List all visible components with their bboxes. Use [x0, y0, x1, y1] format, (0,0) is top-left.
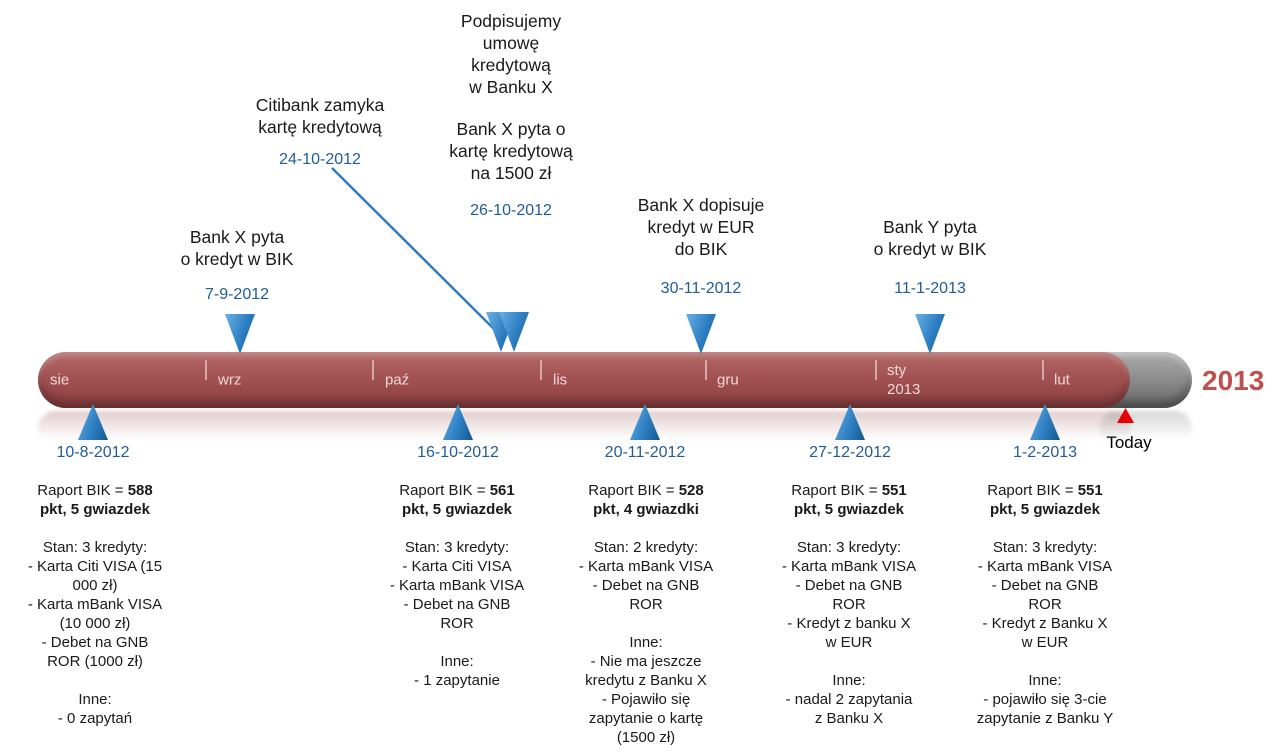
timeline-reflection-gray	[1100, 411, 1192, 445]
event-date: 11-1-2013	[894, 280, 966, 297]
report-details: Stan: 3 kredyty: - Karta mBank VISA - De…	[976, 539, 1114, 727]
year-label: 2013	[1202, 365, 1265, 396]
report-date: 1-2-2013	[1012, 444, 1078, 461]
report-column-27-12-2012: Raport BIK = 551 pkt, 5 gwiazdek Stan: 3…	[754, 481, 944, 728]
report-score-line: Raport BIK = 551	[987, 482, 1103, 499]
report-column-16-10-2012: Raport BIK = 561 pkt, 5 gwiazdek Stan: 3…	[367, 481, 547, 690]
event-date: 24-10-2012	[279, 151, 361, 168]
month-tick	[372, 360, 374, 380]
report-score-line: Raport BIK = 528	[588, 482, 704, 499]
month-tick	[705, 360, 707, 380]
event-bank-x-adds-eur-credit: Bank X dopisuje kredyt w EUR do BIK 30-1…	[613, 194, 789, 300]
event-date: 26-10-2012	[470, 202, 552, 219]
report-score-line: Raport BIK = 561	[399, 482, 515, 499]
month-label-lis: lis	[553, 371, 568, 389]
report-date: 20-11-2012	[604, 444, 686, 461]
event-citibank-close-card: Citibank zamyka kartę kredytową 24-10-20…	[235, 94, 405, 171]
report-stars-line: pkt, 4 gwiazdki	[593, 501, 699, 518]
month-tick	[205, 360, 207, 380]
report-column-20-11-2012: Raport BIK = 528 pkt, 4 gwiazdki Stan: 2…	[551, 481, 741, 747]
event-date: 7-9-2012	[204, 286, 270, 303]
report-date: 27-12-2012	[809, 444, 891, 461]
report-details: Stan: 3 kredyty: - Karta Citi VISA (15 0…	[27, 539, 163, 727]
month-tick	[540, 360, 542, 380]
month-label-lut: lut	[1054, 371, 1070, 389]
event-sign-credit-agreement: Podpisujemy umowę kredytową w Banku X Ba…	[428, 10, 594, 222]
month-tick	[1042, 360, 1044, 380]
month-label-paz: paź	[385, 371, 410, 389]
arrow-down-11-1-2013	[915, 314, 945, 354]
month-tick	[875, 360, 877, 380]
event-text: Citibank zamyka kartę kredytową	[255, 95, 385, 137]
report-stars-line: pkt, 5 gwiazdek	[39, 501, 151, 518]
event-date: 30-11-2012	[660, 280, 742, 297]
timeline-reflection-red	[38, 411, 1130, 445]
report-date: 10-8-2012	[56, 444, 130, 461]
report-score-line: Raport BIK = 551	[791, 482, 907, 499]
report-date: 16-10-2012	[417, 444, 499, 461]
event-bank-x-query-bik: Bank X pyta o kredyt w BIK 7-9-2012	[152, 226, 322, 306]
event-text: Bank X dopisuje kredyt w EUR do BIK	[637, 195, 765, 259]
report-column-1-2-2013: Raport BIK = 551 pkt, 5 gwiazdek Stan: 3…	[950, 481, 1140, 728]
report-details: Stan: 2 kredyty: - Karta mBank VISA - De…	[578, 539, 714, 746]
month-label-gru: gru	[717, 371, 739, 389]
event-text: Bank X pyta o kredyt w BIK	[180, 227, 294, 269]
arrow-down-7-9-2012	[225, 314, 255, 354]
month-label-sie: sie	[50, 371, 70, 389]
event-bank-y-query-bik: Bank Y pyta o kredyt w BIK 11-1-2013	[842, 216, 1018, 300]
month-label-sty-2013: sty 2013	[887, 362, 921, 398]
month-label-wrz: wrz	[218, 371, 242, 389]
event-text-secondary: Bank X pyta o kartę kredytową na 1500 zł	[449, 119, 573, 183]
report-stars-line: pkt, 5 gwiazdek	[989, 501, 1101, 518]
event-text: Podpisujemy umowę kredytową w Banku X	[460, 11, 562, 97]
report-stars-line: pkt, 5 gwiazdek	[793, 501, 905, 518]
report-details: Stan: 3 kredyty: - Karta mBank VISA - De…	[781, 539, 917, 727]
report-score-line: Raport BIK = 588	[37, 482, 153, 499]
arrow-down-30-11-2012	[686, 314, 716, 354]
report-column-10-8-2012: Raport BIK = 588 pkt, 5 gwiazdek Stan: 3…	[5, 481, 185, 728]
event-text: Bank Y pyta o kredyt w BIK	[873, 217, 987, 259]
today-label: Today	[1106, 433, 1152, 452]
report-details: Stan: 3 kredyty: - Karta Citi VISA - Kar…	[389, 539, 525, 689]
report-stars-line: pkt, 5 gwiazdek	[401, 501, 513, 518]
timeline-bar-past: sie wrz paź lis gru sty 2013 lut	[38, 352, 1130, 408]
